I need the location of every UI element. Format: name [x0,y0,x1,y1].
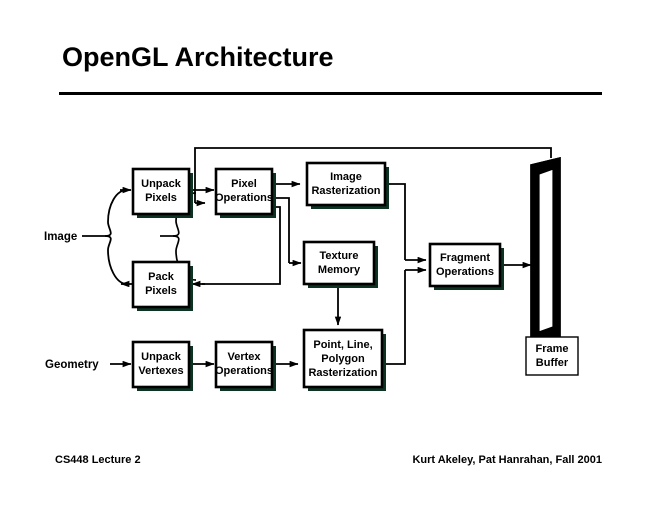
edge-polygon-rasterization-to-fragment-path [378,270,406,365]
edge-image-to-unpack-pixels-curve [104,189,128,237]
unpack-pixels-label-line-2: Pixels [145,192,177,204]
unpack-vertexes-label-line-2: Vertexes [138,365,183,377]
title-divider [59,92,602,95]
pixel-operations-label-line-2: Operations [215,192,273,204]
fragment-operations-label-line-1: Fragment [440,252,490,264]
pack-pixels-label-line-1: Pack [148,271,175,283]
node-vertex-operations[interactable]: Vertex Operations [214,340,276,391]
polygon-rasterization-label-line-1: Point, Line, [313,339,372,351]
footer-authors-label: Kurt Akeley, Pat Hanrahan, Fall 2001 [412,454,602,466]
pack-pixels-label-line-2: Pixels [145,285,177,297]
node-image-rasterization[interactable]: Image Rasterization [305,161,389,209]
unpack-vertexes-label-line-1: Unpack [141,351,182,363]
node-fragment-operations[interactable]: Fragment Operations [428,242,504,290]
frame-buffer-label-line-1: Frame [535,343,568,355]
unpack-pixels-label-line-1: Unpack [141,178,182,190]
vertex-operations-box [214,340,274,389]
edge-pixel-operations-to-texture-memory-path [272,197,290,263]
node-polygon-rasterization[interactable]: Point, Line, Polygon Rasterization [302,328,386,391]
texture-memory-label-line-1: Texture [320,250,359,262]
edge-pack-pixels-to-image-curve [104,235,128,285]
node-unpack-vertexes[interactable]: Unpack Vertexes [131,340,193,391]
texture-memory-box [302,240,376,286]
node-unpack-pixels[interactable]: Unpack Pixels [131,167,193,218]
edge-pixel-operations-to-pack-pixels-path [202,206,281,285]
page-title: OpenGL Architecture [62,42,334,72]
texture-memory-label-line-2: Memory [318,264,361,276]
image-rasterization-label-line-2: Rasterization [311,185,380,197]
vertex-operations-label-line-2: Operations [215,365,273,377]
image-input-label: Image [44,231,77,243]
fragment-operations-box [428,242,502,288]
edge-frame-buffer-feedback [194,147,552,203]
edge-image-rasterization-to-fragment-path [385,183,406,260]
pixel-operations-box [214,167,274,216]
node-texture-memory[interactable]: Texture Memory [302,240,378,288]
unpack-pixels-box [131,167,191,216]
node-pixel-operations[interactable]: Pixel Operations [214,167,276,218]
polygon-rasterization-label-line-2: Polygon [321,353,365,365]
footer-lecture-label: CS448 Lecture 2 [55,454,141,466]
node-pack-pixels[interactable]: Pack Pixels [131,260,193,311]
frame-buffer-label-line-2: Buffer [536,357,569,369]
geometry-input-label: Geometry [45,359,99,371]
frame-buffer-face [538,168,554,333]
vertex-operations-label-line-1: Vertex [227,351,261,363]
polygon-rasterization-label-line-3: Rasterization [308,367,377,379]
image-rasterization-label-line-1: Image [330,171,362,183]
image-rasterization-box [305,161,387,207]
polygon-rasterization-box [302,328,384,389]
frame-buffer[interactable]: Frame Buffer [525,157,579,376]
fragment-operations-label-line-2: Operations [436,266,494,278]
pixel-operations-label-line-1: Pixel [231,178,257,190]
pack-pixels-box [131,260,191,309]
frame-buffer-label-plate [525,336,579,376]
unpack-vertexes-box [131,340,191,389]
